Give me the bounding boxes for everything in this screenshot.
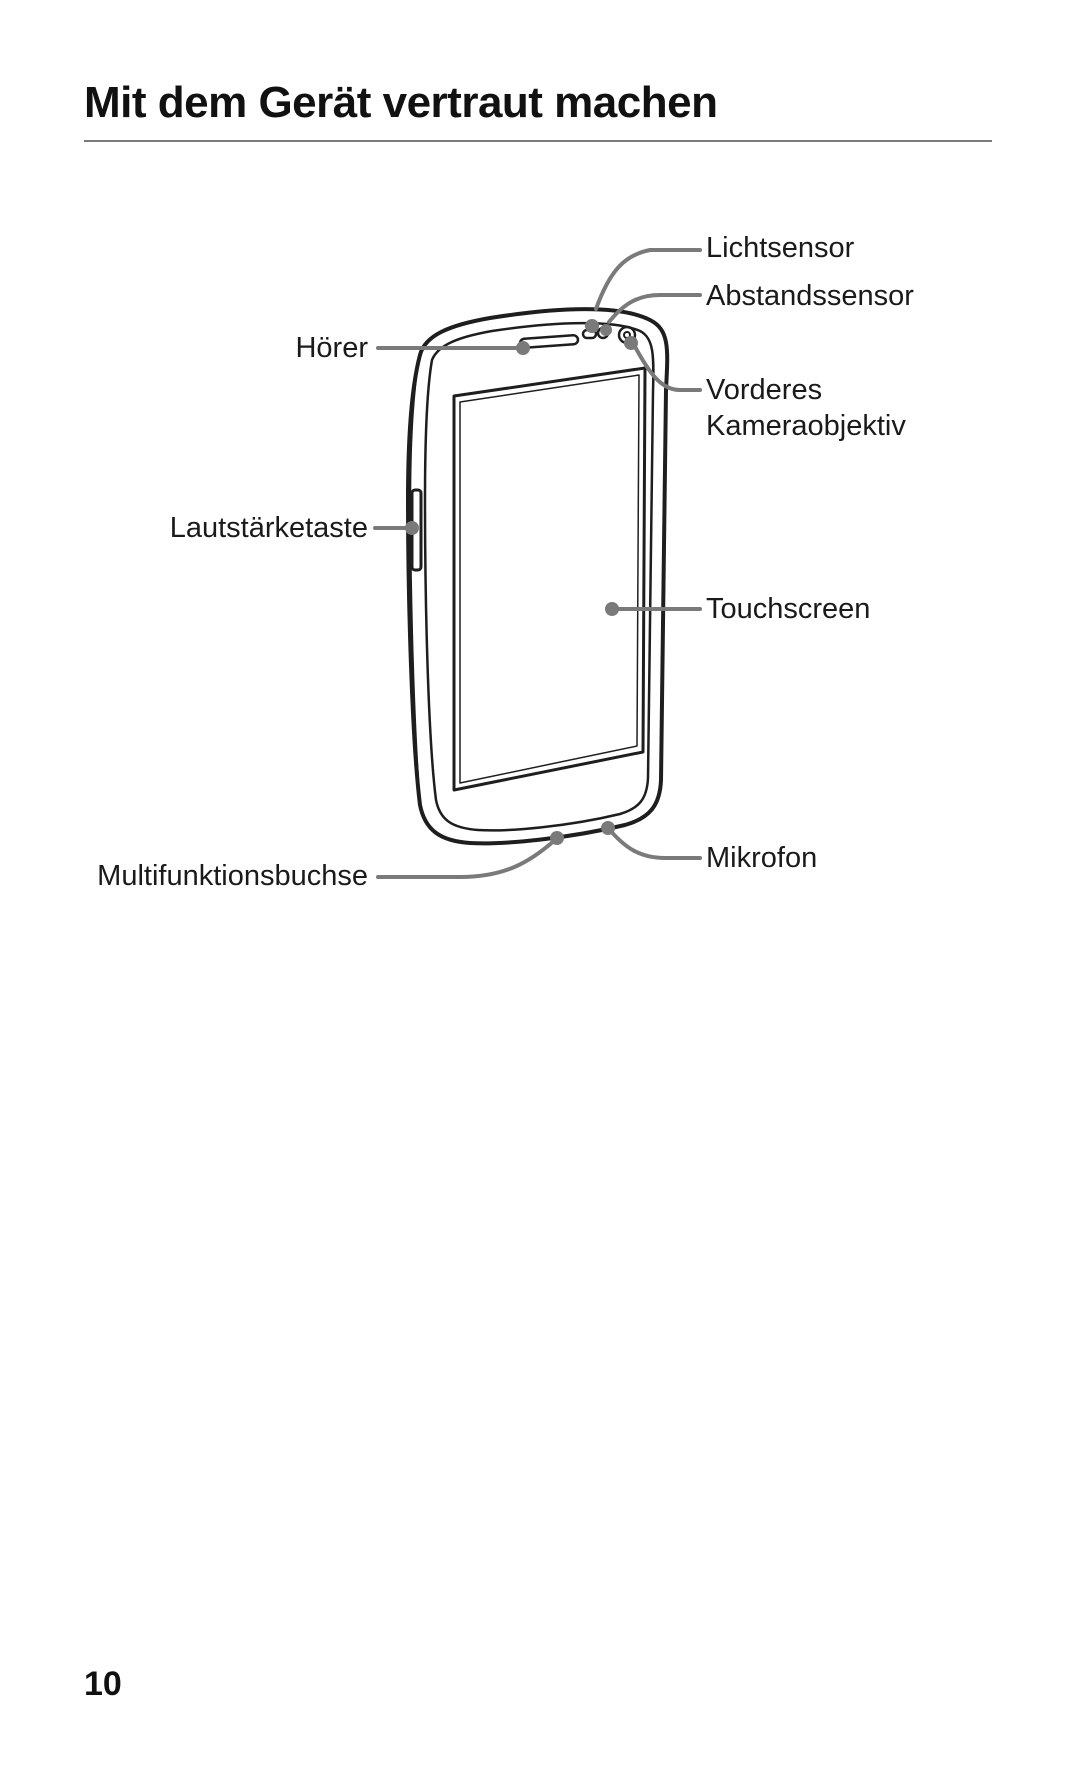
phone-illustration bbox=[406, 307, 670, 846]
leader-light-sensor bbox=[594, 248, 702, 311]
dot-touchscreen bbox=[605, 602, 619, 616]
label-front-camera-line1: Vorderes bbox=[706, 374, 823, 406]
phone-side-edge bbox=[408, 353, 422, 807]
label-proximity-sensor: Abstandssensor bbox=[706, 280, 914, 312]
label-volume-key: Lautstärketaste bbox=[169, 512, 368, 544]
page-number: 10 bbox=[84, 1665, 122, 1703]
leader-multifunction-jack bbox=[376, 838, 557, 879]
phone-inner-bezel bbox=[423, 321, 655, 832]
touchscreen-panel bbox=[452, 366, 647, 792]
label-front-camera-line2: Kameraobjektiv bbox=[706, 410, 906, 442]
dot-multifunction-jack bbox=[550, 831, 564, 845]
leader-front-camera bbox=[631, 341, 702, 392]
label-touchscreen: Touchscreen bbox=[706, 593, 871, 625]
leader-microphone bbox=[606, 826, 702, 860]
dot-proximity-sensor bbox=[600, 324, 612, 336]
dot-microphone bbox=[601, 821, 615, 835]
label-multifunction-jack: Multifunktionsbuchse bbox=[97, 860, 368, 892]
phone-outer-shell bbox=[406, 307, 670, 846]
dot-volume-key bbox=[405, 521, 419, 535]
title-underline bbox=[84, 140, 992, 142]
phone-diagram bbox=[373, 248, 702, 879]
label-microphone: Mikrofon bbox=[706, 842, 818, 874]
label-light-sensor: Lichtsensor bbox=[706, 232, 855, 264]
dot-light-sensor bbox=[585, 319, 599, 333]
dot-front-camera bbox=[624, 336, 638, 350]
touchscreen-inner-edge bbox=[459, 374, 640, 784]
dot-earpiece bbox=[516, 341, 530, 355]
leader-proximity-sensor bbox=[607, 293, 702, 324]
page-title: Mit dem Gerät vertraut machen bbox=[84, 78, 718, 127]
label-earpiece: Hörer bbox=[295, 332, 368, 364]
